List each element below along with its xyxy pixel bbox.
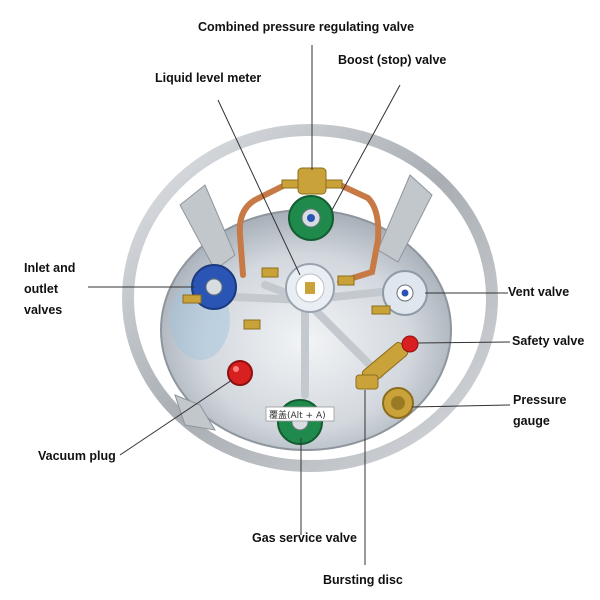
label-boost-valve: Boost (stop) valve	[338, 53, 447, 67]
leader-boost	[331, 84, 401, 211]
leader-liquid	[217, 99, 301, 276]
liquid-level-meter	[285, 263, 335, 313]
leader-pressure	[411, 404, 511, 408]
vent-fitting-2	[337, 275, 355, 286]
copper-pipe	[236, 182, 382, 285]
label-safety-valve: Safety valve	[512, 334, 585, 348]
boost-handwheel-icon	[288, 195, 334, 241]
label-gas-service-valve: Gas service valve	[252, 531, 357, 545]
label-vacuum-plug: Vacuum plug	[38, 449, 116, 463]
protective-ring	[122, 124, 498, 472]
vacuum-plug	[227, 360, 253, 386]
vent-fitting	[371, 305, 391, 315]
leader-vacuum	[119, 379, 233, 456]
label-inlet-outlet-valves: Inlet and outlet valves	[24, 261, 76, 317]
inlet-fitting-3	[243, 319, 261, 330]
left-bracket	[179, 184, 236, 271]
vent-handwheel-icon	[382, 270, 428, 316]
leader-safety	[417, 341, 511, 344]
leader-lines	[88, 45, 511, 565]
lower-left-bracket	[174, 394, 216, 431]
bursting-disc-fitting	[355, 374, 379, 390]
combined-regulating-valve	[281, 167, 343, 195]
pressure-gauge-body	[382, 387, 414, 419]
label-vent-valve: Vent valve	[508, 285, 570, 299]
inlet-fitting-2	[261, 267, 279, 278]
right-bracket	[377, 174, 433, 263]
tool-tag-box	[265, 406, 335, 422]
inlet-fitting	[182, 294, 202, 304]
label-bursting-disc: Bursting disc	[323, 573, 403, 587]
label-liquid-level-meter: Liquid level meter	[155, 71, 262, 85]
label-combined-valve: Combined pressure regulating valve	[198, 20, 415, 34]
inlet-handwheel-icon	[191, 264, 237, 310]
label-pressure-gauge: Pressure gauge	[513, 393, 567, 428]
safety-valve-assembly	[361, 335, 419, 385]
tool-tag-text: 覆盖(Alt + A)	[269, 409, 326, 421]
